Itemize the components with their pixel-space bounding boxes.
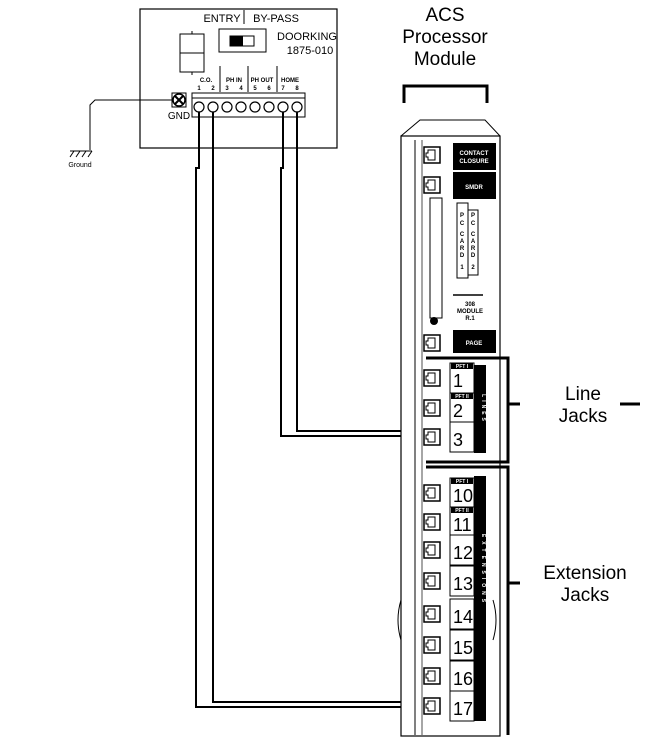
pc-card-2-label: C [471,232,476,238]
pc-card-2-label: 2 [471,265,475,271]
extension-jack[interactable] [423,513,441,531]
extensions-label: EXTENSIONS [480,534,486,606]
terminal-number: 1 [197,86,201,92]
module-title-line2: Processor [402,27,488,48]
group-ph-in: PH IN [226,78,242,84]
ground-wire [89,99,172,150]
pft1-label: PFT I [456,364,469,370]
gnd-screw-icon [171,92,187,108]
module-title-line3: Module [414,49,476,70]
jack-number: 1 [453,371,463,391]
terminal-number: 3 [225,86,229,92]
callout-brackets [426,356,640,735]
smdr-label: SMDR [465,185,483,191]
pft1-label: PFT I [456,479,469,485]
module-bracket [402,84,489,103]
extension-jack[interactable] [423,636,441,654]
terminal-strip [191,92,306,118]
co-wire-pair [195,112,432,708]
home-wire-pair [280,112,432,437]
brand-label: DOORKING [277,31,337,43]
terminal-number: 6 [267,86,271,92]
ground-label: Ground [68,162,91,169]
terminal-number: 4 [239,86,243,92]
pc-card-1-label: 1 [460,265,464,271]
jack-number: 13 [453,574,473,594]
status-led-icon [430,317,438,325]
line-jacks-callout-2: Jacks [559,406,608,427]
contact-closure-jack[interactable] [423,146,441,164]
line-jacks-callout: Line [565,384,601,405]
pc-card-1-label: A [460,239,465,245]
pc-card-2-label: D [471,253,476,259]
page-jack[interactable] [423,334,441,352]
entry-label: ENTRY [203,13,241,25]
pc-card-2-label: P [471,213,475,219]
extension-jack[interactable] [423,697,441,715]
group-co: C.O. [200,78,213,84]
jack-number: 3 [453,430,463,450]
pc-card-2-label: C [471,221,476,227]
extension-jack[interactable] [423,605,441,623]
acs-processor-module: CONTACT CLOSURE SMDR P C C A R D 1 P C C… [397,119,501,737]
module-label: R.1 [465,316,475,322]
extension-jack[interactable] [423,572,441,590]
terminal-number: 5 [253,86,257,92]
line-jack[interactable] [423,399,441,417]
page-label: PAGE [466,341,483,347]
terminal-number: 2 [211,86,215,92]
jack-number: 2 [453,401,463,421]
extension-jack[interactable] [423,667,441,685]
extension-jacks-callout-2: Jacks [561,585,610,606]
jack-number: 10 [453,486,473,506]
contact-closure-label: CONTACT [460,151,489,157]
jack-number: 12 [453,543,473,563]
module-label: 308 [465,302,476,308]
group-ph-out: PH OUT [251,78,274,84]
ground-symbol-icon [69,150,93,158]
pc-card-2-label: R [471,246,476,252]
doorking-unit: ENTRY BY-PASS DOORKING 1875-010 C.O. PH … [139,8,338,149]
smdr-jack[interactable] [423,176,441,194]
terminal-number: 8 [295,86,299,92]
extension-jack[interactable] [423,541,441,559]
module-label: MODULE [457,309,483,315]
pft2-label: PFT II [455,394,469,400]
pc-card-2-label: A [471,239,476,245]
pc-card-1-label: C [460,232,465,238]
terminal-number: 7 [281,86,285,92]
extension-jacks-callout: Extension [543,563,626,584]
module-title-line1: ACS [425,5,464,26]
jack-number: 17 [453,699,473,719]
pc-card-1-label: R [460,246,465,252]
contact-closure-label-2: CLOSURE [459,159,488,165]
bypass-label: BY-PASS [253,13,299,25]
line-jack[interactable] [423,428,441,446]
jack-number: 15 [453,638,473,658]
extension-jack[interactable] [423,484,441,502]
pc-card-1-label: C [460,221,465,227]
line-jack[interactable] [423,369,441,387]
jack-number: 16 [453,669,473,689]
pft2-label: PFT II [455,508,469,514]
gnd-label: GND [168,111,190,122]
pc-card-slot[interactable] [429,197,443,319]
jack-number: 11 [453,515,472,535]
group-home: HOME [281,78,299,84]
pc-card-1-label: P [460,213,464,219]
pc-card-1-label: D [460,253,465,259]
relay-component [179,31,205,75]
jack-number: 14 [453,607,473,627]
lines-label: LINES [480,394,486,424]
model-label: 1875-010 [287,45,334,57]
